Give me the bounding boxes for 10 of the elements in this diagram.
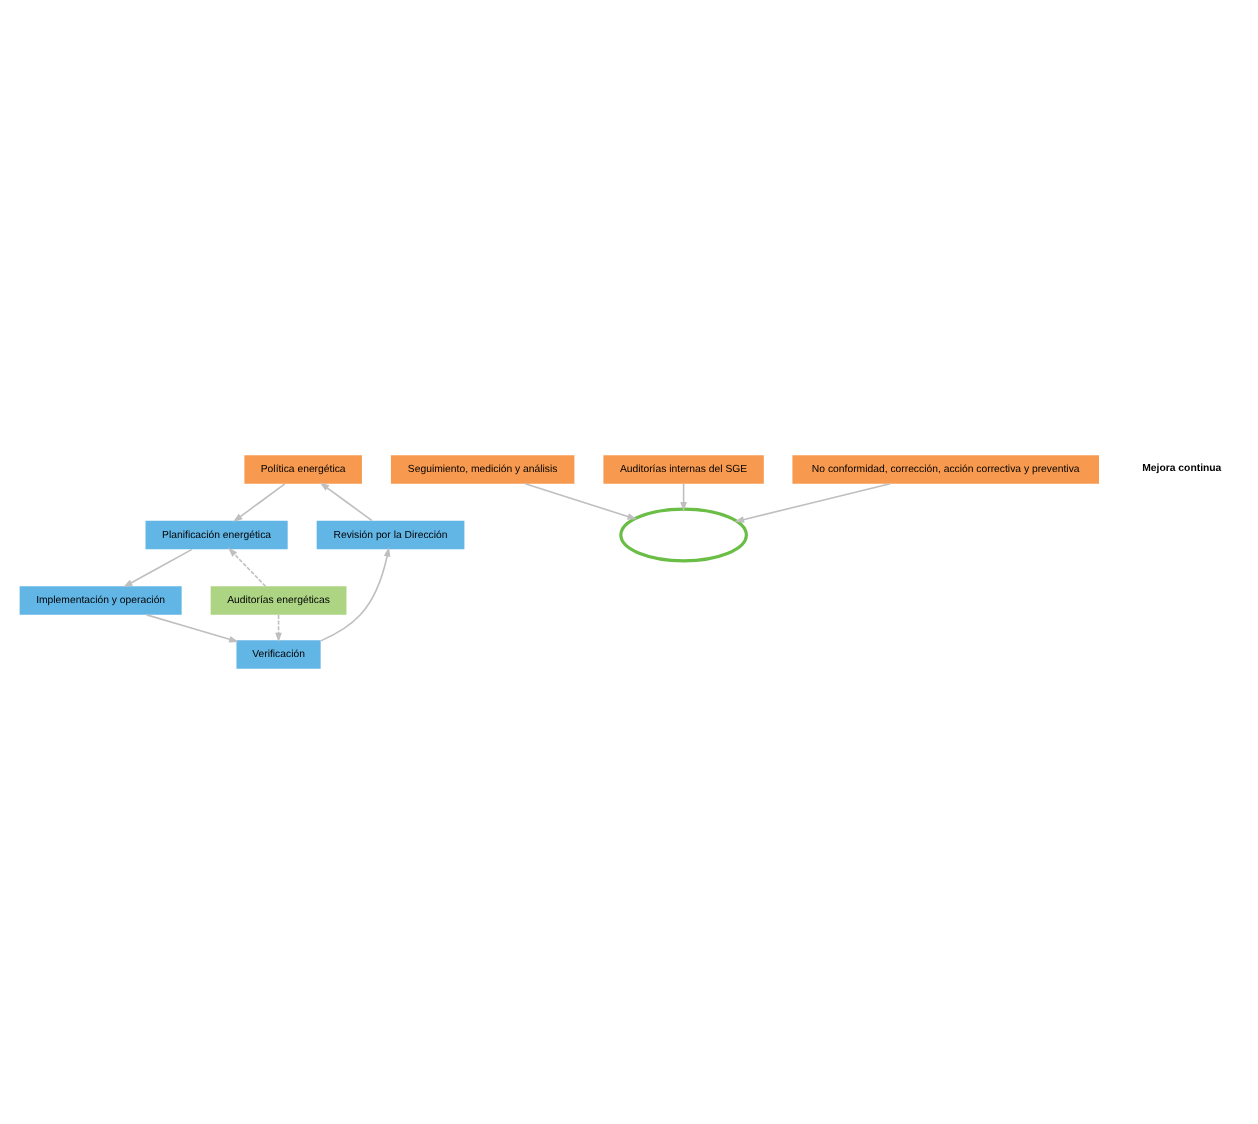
arrow bbox=[275, 614, 282, 643]
arrow bbox=[319, 482, 373, 522]
arrow bbox=[680, 483, 687, 512]
arrow bbox=[319, 547, 391, 642]
arrow bbox=[734, 483, 891, 523]
arrow bbox=[123, 548, 193, 588]
arrow bbox=[524, 483, 637, 520]
arrow bbox=[228, 547, 267, 587]
arrow bbox=[233, 483, 286, 523]
arrow bbox=[145, 614, 239, 643]
